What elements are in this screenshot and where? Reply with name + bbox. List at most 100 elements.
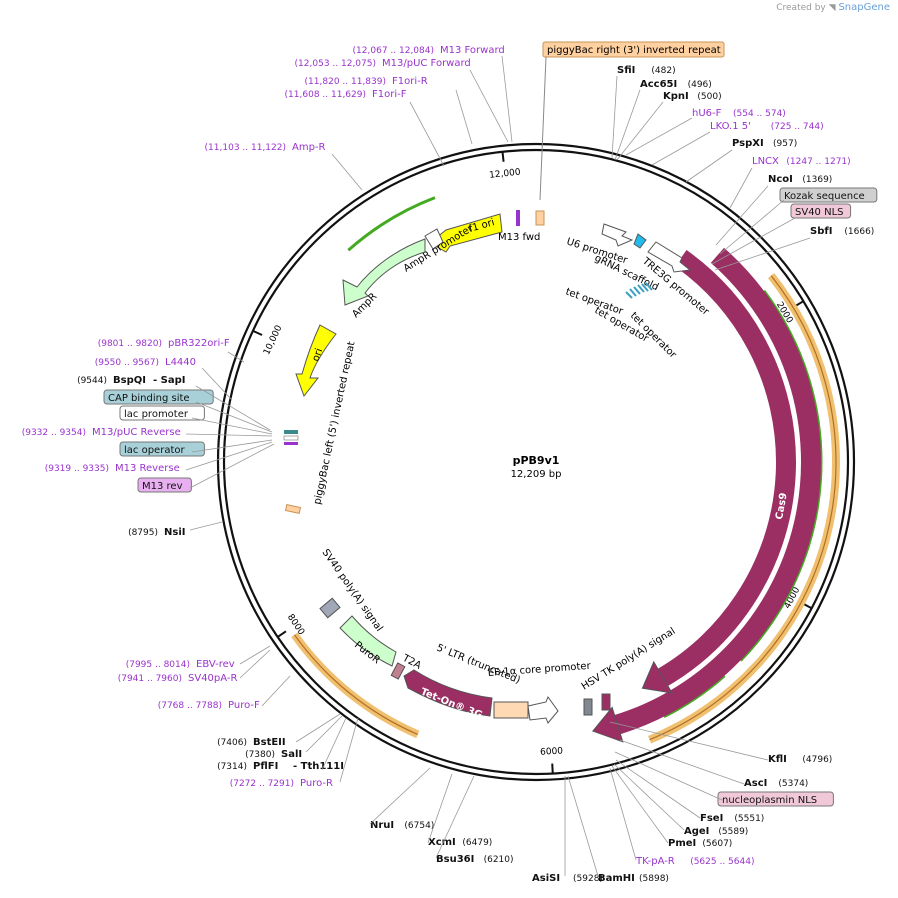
left-site-lac-operator[interactable]: lac operator <box>119 441 205 457</box>
leader-line-43 <box>321 717 347 771</box>
site-hu6-f[interactable]: hU6-F(554 .. 574) <box>692 108 786 119</box>
orange-region-arc-1-core[interactable] <box>649 275 837 741</box>
left-site-f1ori-f[interactable]: (11,608 .. 11,629)F1ori-F <box>285 89 407 100</box>
tre3g-feature[interactable] <box>647 241 692 273</box>
site-kfli[interactable]: KflI(4796) <box>768 754 832 765</box>
label-name: SV40 NLS <box>795 207 844 218</box>
sv40-polya-feature[interactable] <box>319 597 341 619</box>
leader-line-33 <box>185 433 273 437</box>
t2a-feature[interactable] <box>390 662 406 680</box>
left-site-m13-rev[interactable]: M13 rev <box>137 477 192 493</box>
label-position: (9319 .. 9335) <box>45 464 109 474</box>
lac-promoter-feature[interactable] <box>283 435 299 441</box>
puror-feature[interactable] <box>339 615 397 667</box>
site-nucleoplasmin-nls[interactable]: nucleoplasmin NLS <box>717 791 834 807</box>
m13-fwd-feature[interactable] <box>516 210 520 226</box>
orange-region-arc-2-core[interactable] <box>293 634 419 736</box>
label-position: (7406) <box>217 738 247 748</box>
label-name: M13 Reverse <box>115 463 180 474</box>
cas9-outer-arrowhead <box>591 706 624 743</box>
site-tk-pa-r[interactable]: TK-pA-R(5625 .. 5644) <box>635 856 754 867</box>
site-kozak-sequence[interactable]: Kozak sequence <box>779 187 878 203</box>
left-site-puro-r[interactable]: (7272 .. 7291)Puro-R <box>230 778 333 789</box>
leader-line-17 <box>609 767 637 861</box>
left-site-sali[interactable]: (7380)SalI <box>245 749 302 760</box>
left-site-pflfi[interactable]: (7314)PflFI- Tth111I <box>217 761 344 772</box>
left-site-f1ori-r[interactable]: (11,820 .. 11,839)F1ori-R <box>305 76 428 87</box>
site-pmei[interactable]: PmeI(5607) <box>668 838 732 849</box>
left-site-m13-puc-reverse[interactable]: (9332 .. 9354)M13/pUC Reverse <box>22 427 181 438</box>
site-pspxi[interactable]: PspXI(957) <box>732 138 797 149</box>
label-name: AsiSI <box>532 873 560 884</box>
site-acc65i[interactable]: Acc65I(496) <box>640 79 712 90</box>
left-site-m13-reverse[interactable]: (9319 .. 9335) M13 Reverse <box>45 463 180 474</box>
site-bsu36i[interactable]: Bsu36I(6210) <box>436 854 514 865</box>
piggybac-left-feature[interactable] <box>284 504 302 514</box>
piggybac-right-box[interactable] <box>542 41 725 58</box>
leader-line-6 <box>729 167 753 209</box>
left-site-m13-forward[interactable]: (12,067 .. 12,084)M13 Forward <box>353 45 505 56</box>
label-position: (4796) <box>802 755 832 765</box>
ef1a-feature[interactable] <box>527 695 559 724</box>
site-agei[interactable]: AgeI(5589) <box>684 826 748 837</box>
leader-line-39 <box>239 649 271 679</box>
label-name: Amp-R <box>292 142 326 153</box>
site-bamhi[interactable]: BamHI(5898) <box>598 873 669 884</box>
label-position: (6210) <box>484 855 514 865</box>
cas9-inner-label: Cas9 <box>722 482 738 511</box>
site-lko-1-5-[interactable]: LKO.1 5'(725 .. 744) <box>710 121 824 132</box>
left-site-cap-binding-site[interactable]: CAP binding site <box>103 389 214 405</box>
site-kpni[interactable]: KpnI(500) <box>663 91 722 102</box>
sv40-nls-small-feature[interactable] <box>601 693 611 711</box>
left-site-l4440[interactable]: (9550 .. 9567)L4440 <box>95 357 196 368</box>
label-name: M13/pUC Forward <box>382 58 471 69</box>
label-position: (5607) <box>702 839 732 849</box>
site-asisi[interactable]: AsiSI(5928) <box>532 873 603 884</box>
label-position: (11,103 .. 11,122) <box>205 143 286 153</box>
left-site-m13-puc-forward[interactable]: (12,053 .. 12,075)M13/pUC Forward <box>295 58 471 69</box>
green-region-arc-3[interactable] <box>347 196 436 252</box>
left-site-pbr322ori-f[interactable]: (9801 .. 9820)pBR322ori-F <box>98 338 230 349</box>
teton-3g-feature[interactable] <box>403 669 493 717</box>
label-position: (7380) <box>245 750 275 760</box>
left-site-bspqi[interactable]: (9544)BspQI- SapI <box>77 375 185 386</box>
ltr-feature[interactable] <box>493 701 529 719</box>
site-asci[interactable]: AscI(5374) <box>744 778 808 789</box>
left-site-puro-f[interactable]: (7768 .. 7788)Puro-F <box>158 700 260 711</box>
site-fsei[interactable]: FseI(5551) <box>700 813 764 824</box>
ori-feature[interactable] <box>295 324 337 398</box>
piggybac-right-feature[interactable] <box>535 210 545 226</box>
leader-line-1 <box>614 89 641 161</box>
site-ncoi[interactable]: NcoI(1369) <box>768 174 832 185</box>
site-lncx[interactable]: LNCX(1247 .. 1271) <box>752 156 851 167</box>
ampr-promoter-feature[interactable] <box>424 228 444 250</box>
label-name: M13 rev <box>142 481 183 492</box>
leader-line-11 <box>609 721 769 761</box>
cas9-inner-arc[interactable] <box>654 250 796 689</box>
left-site-sv40pa-r[interactable]: (7941 .. 7960)SV40pA-R <box>118 673 238 684</box>
right-label-column: SfiI(482) Acc65I(496)KpnI(500) hU6-F(554 .… <box>370 65 878 884</box>
leader-line-14 <box>615 759 701 819</box>
grna-scaffold-feature[interactable] <box>633 233 647 249</box>
site-sv40-nls[interactable]: SV40 NLS <box>790 203 852 219</box>
cas9-outer-arc[interactable] <box>604 247 821 738</box>
site-sfii[interactable]: SfiI(482) <box>617 65 676 76</box>
label-extra: - SapI <box>153 375 185 386</box>
hsv-tk-polya-feature[interactable] <box>583 698 593 716</box>
left-site-lac-promoter[interactable]: lac promoter <box>119 405 205 421</box>
left-site-amp-r[interactable]: (11,103 .. 11,122) Amp-R <box>205 142 326 153</box>
label-name: PflFI <box>253 761 278 772</box>
label-position: (12,067 .. 12,084) <box>353 46 434 56</box>
site-nrui[interactable]: NruI(6754) <box>370 820 434 831</box>
m13-rev-feature[interactable] <box>284 442 298 445</box>
cap-binding-feature[interactable] <box>284 430 298 434</box>
left-site-ebv-rev[interactable]: (7995 .. 8014)EBV-rev <box>126 659 235 670</box>
leader-line-41 <box>295 713 341 743</box>
site-sbfi[interactable]: SbfI(1666) <box>810 226 874 237</box>
ampr-feature[interactable] <box>342 238 426 306</box>
label-position: (500) <box>697 92 721 102</box>
u6-promoter-feature[interactable] <box>601 223 634 247</box>
left-site-bsteii[interactable]: (7406)BstEII <box>217 737 286 748</box>
left-site-nsii[interactable]: (8795)NsiI <box>128 527 185 538</box>
site-xcmi[interactable]: XcmI(6479) <box>428 837 492 848</box>
